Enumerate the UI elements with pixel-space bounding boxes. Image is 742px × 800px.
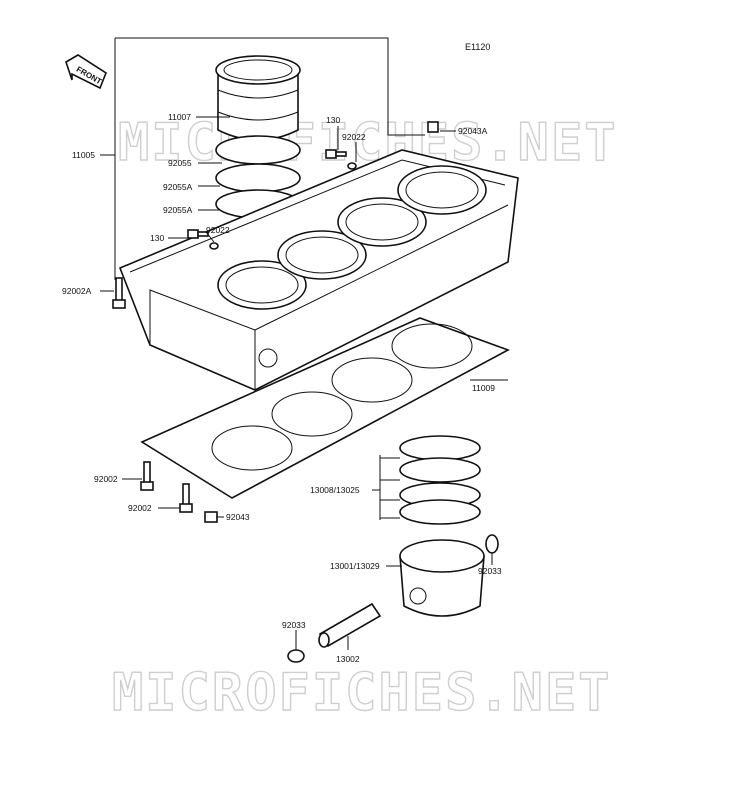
label-92022-top: 92022 [342, 132, 366, 142]
label-130-top: 130 [326, 115, 340, 125]
circlip-92033-right-icon [485, 534, 499, 554]
dowel-92043a-icon [427, 121, 439, 133]
o-ring-92055 [215, 135, 301, 165]
label-92055: 92055 [168, 158, 192, 168]
label-92002a: 92002A [62, 286, 92, 296]
oil-ring-rail [399, 499, 481, 525]
front-arrow-icon: FRONT [65, 54, 107, 90]
piston-ring-second [399, 457, 481, 483]
piston [399, 539, 485, 617]
label-92033-left: 92033 [282, 620, 306, 630]
label-11005: 11005 [72, 150, 95, 160]
label-13002: 13002 [336, 654, 360, 664]
label-92043: 92043 [226, 512, 250, 522]
bolt-92002a-icon [112, 277, 126, 309]
figure-code: E1120 [465, 42, 490, 52]
label-130-mid: 130 [150, 233, 164, 243]
piston-ring-top [399, 435, 481, 461]
bolt-130-top-icon [325, 149, 347, 159]
watermark-bottom: MICROFICHES.NET [112, 663, 612, 723]
piston-pin [318, 602, 382, 648]
label-11009: 11009 [472, 383, 495, 393]
bracket-line-top [115, 37, 425, 136]
bolt-92002-2-icon [179, 483, 193, 513]
dowel-92043-icon [204, 511, 218, 523]
label-92055a-1: 92055A [163, 182, 193, 192]
label-92033-right: 92033 [478, 566, 502, 576]
circlip-92033-left-icon [287, 649, 305, 663]
label-92022-mid: 92022 [206, 225, 230, 235]
label-92043a: 92043A [458, 126, 488, 136]
washer-92022-top-icon [347, 162, 357, 170]
label-92002-1: 92002 [94, 474, 118, 484]
cylinder-sleeve [215, 55, 301, 141]
label-92002-2: 92002 [128, 503, 152, 513]
bolt-92002-1-icon [140, 461, 154, 491]
leader-lines [100, 116, 508, 650]
label-92055a-2: 92055A [163, 205, 193, 215]
cylinder-block [118, 149, 519, 391]
o-ring-92055a-1 [215, 163, 301, 193]
label-13001-13029: 13001/13029 [330, 561, 380, 571]
label-13008-13025: 13008/13025 [310, 485, 360, 495]
washer-92022-mid-icon [209, 242, 219, 250]
label-11007: 11007 [168, 112, 191, 122]
head-gasket [140, 317, 510, 499]
